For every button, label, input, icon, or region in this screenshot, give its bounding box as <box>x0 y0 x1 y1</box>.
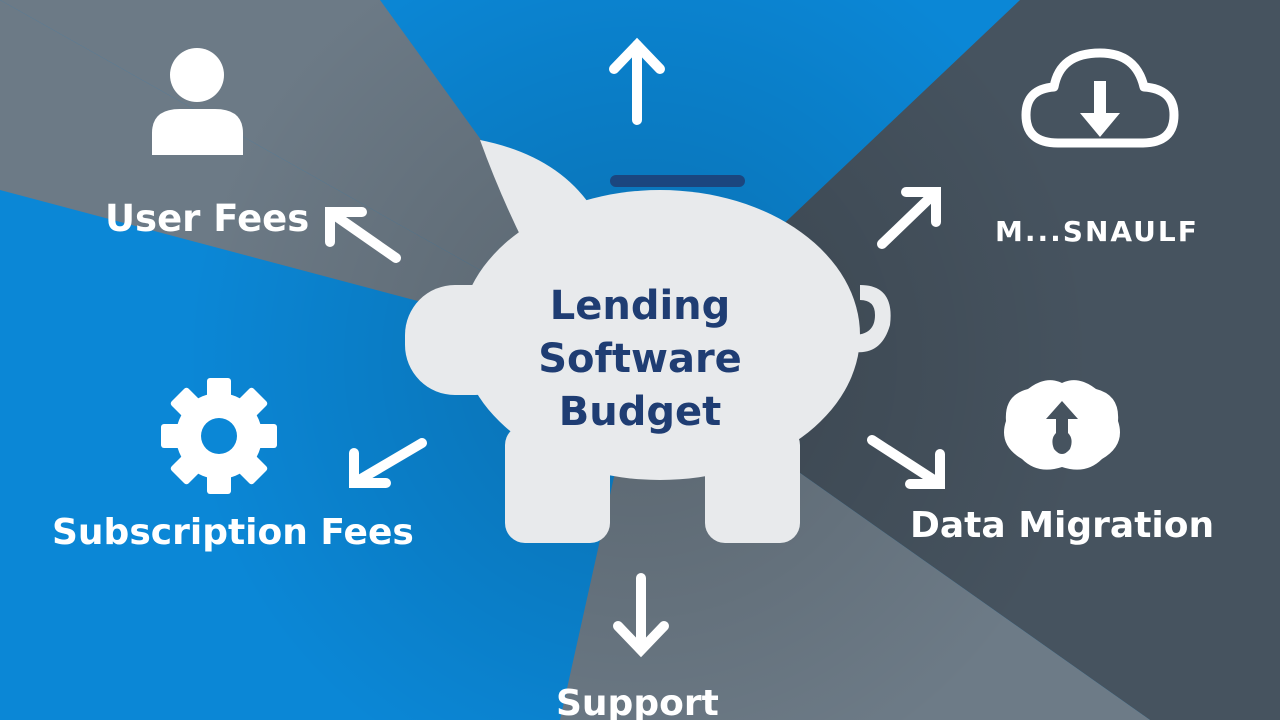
arrow-down-right-icon <box>867 435 945 489</box>
center-title: Lending Software Budget <box>505 280 775 439</box>
label-user-fees: User Fees <box>105 197 310 240</box>
label-garbled: M...SNAULF <box>995 215 1199 248</box>
gear-icon <box>161 378 277 494</box>
title-line-1: Lending <box>549 283 731 329</box>
label-support: Support <box>556 683 719 720</box>
title-line-3: Budget <box>558 389 722 435</box>
arrow-down-left-icon <box>349 438 427 488</box>
arrow-up-right-icon <box>877 187 941 249</box>
arrow-up-icon <box>609 37 665 125</box>
user-icon <box>152 48 243 155</box>
arrow-down-icon <box>613 573 669 658</box>
title-line-2: Software <box>538 336 742 382</box>
arrow-up-left-icon <box>325 207 401 263</box>
label-subscription-fees: Subscription Fees <box>52 512 414 553</box>
migration-gear-icon <box>1004 380 1120 470</box>
cloud-download-icon <box>1021 48 1179 148</box>
piggy-bank-icon <box>405 140 891 543</box>
label-data-migration: Data Migration <box>910 505 1215 546</box>
